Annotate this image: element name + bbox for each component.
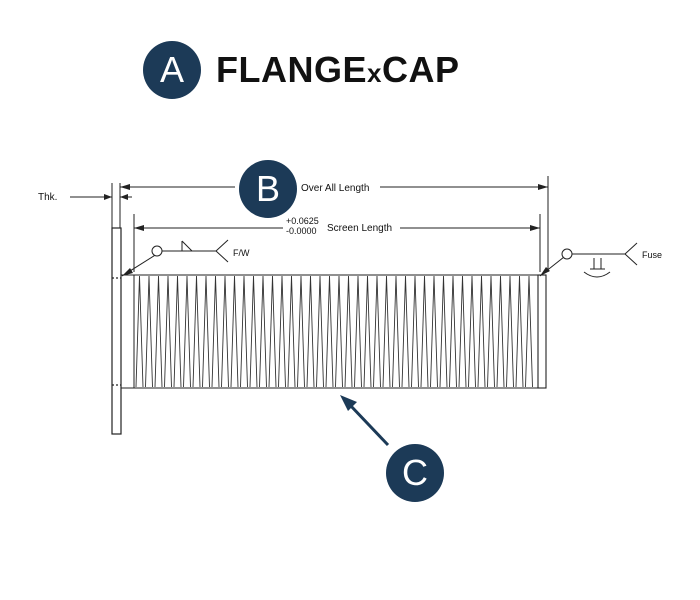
coil-wrap (420, 275, 429, 388)
coil-wrap (221, 275, 229, 388)
fuse-weld-symbol (539, 242, 638, 278)
coil-wrap (240, 275, 248, 388)
fuse-label: Fuse (642, 250, 662, 260)
thickness-label: Thk. (38, 192, 57, 203)
coil-wrap (515, 275, 524, 388)
coil-wrap (230, 275, 239, 388)
coil-wrap (202, 275, 210, 388)
screen-coil (135, 275, 533, 388)
tolerance-minus: -0.0000 (286, 226, 317, 236)
overall-length-label: Over All Length (301, 183, 369, 194)
coil-wrap (192, 275, 201, 388)
coil-wrap (449, 275, 457, 388)
coil-wrap (306, 275, 315, 388)
coil-wrap (525, 275, 533, 388)
badge-a: A (143, 41, 201, 99)
coil-wrap (297, 275, 305, 388)
coil-wrap (249, 275, 258, 388)
coil-wrap (382, 275, 391, 388)
fw-weld-symbol (121, 239, 229, 277)
flange-plate (111, 227, 122, 435)
coil-wrap (164, 275, 172, 388)
diagram-title: FLANGExCAP (216, 48, 459, 95)
coil-wrap (316, 275, 324, 388)
title-flange: FLANGE (216, 49, 367, 90)
fw-label: F/W (233, 248, 250, 258)
coil-wrap (145, 275, 153, 388)
screen-length-label: Screen Length (327, 223, 392, 234)
coil-wrap (173, 275, 182, 388)
coil-wrap (401, 275, 410, 388)
coil-wrap (411, 275, 419, 388)
coil-wrap (363, 275, 372, 388)
coil-wrap (496, 275, 505, 388)
coil-wrap (458, 275, 467, 388)
coil-wrap (268, 275, 277, 388)
coil-wrap (430, 275, 438, 388)
coil-wrap (335, 275, 343, 388)
screen-body (120, 274, 540, 389)
screen-length-dimension (133, 214, 541, 272)
badge-b: B (239, 160, 297, 218)
coil-wrap (468, 275, 476, 388)
end-cap (537, 274, 547, 389)
coil-wrap (278, 275, 286, 388)
coil-wrap (135, 275, 144, 388)
callout-arrow-c (340, 395, 390, 447)
coil-wrap (183, 275, 191, 388)
coil-wrap (506, 275, 514, 388)
badge-c: C (386, 444, 444, 502)
coil-wrap (477, 275, 486, 388)
coil-wrap (344, 275, 353, 388)
overall-length-dimension (120, 176, 549, 272)
coil-wrap (211, 275, 220, 388)
tolerance-plus: +0.0625 (286, 216, 319, 226)
coil-wrap (392, 275, 400, 388)
coil-wrap (373, 275, 381, 388)
coil-wrap (154, 275, 163, 388)
coil-wrap (354, 275, 362, 388)
title-x: x (367, 58, 382, 88)
coil-wrap (487, 275, 495, 388)
coil-wrap (259, 275, 267, 388)
coil-wrap (439, 275, 448, 388)
coil-wrap (325, 275, 334, 388)
coil-wrap (287, 275, 296, 388)
title-cap: CAP (381, 49, 460, 90)
thickness-dimension (70, 183, 132, 228)
